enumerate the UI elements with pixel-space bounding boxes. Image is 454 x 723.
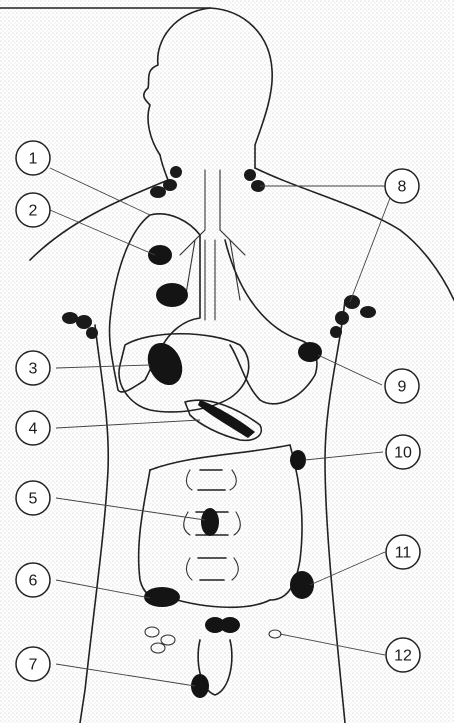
callout-number-12: 12 xyxy=(394,648,412,665)
axilla-node-left-1 xyxy=(62,312,78,324)
callout-10: 10 xyxy=(386,435,420,469)
callout-2: 2 xyxy=(16,193,50,227)
neck-node-left-2 xyxy=(163,179,177,191)
axilla-node-right-2 xyxy=(335,311,349,325)
lung-lesion-upper xyxy=(148,245,172,265)
callout-12: 12 xyxy=(386,638,420,672)
callout-number-10: 10 xyxy=(394,445,412,462)
callout-4: 4 xyxy=(16,411,50,445)
callout-number-7: 7 xyxy=(29,657,38,674)
axilla-node-left-3 xyxy=(86,327,98,339)
callout-number-8: 8 xyxy=(398,179,407,196)
callout-number-6: 6 xyxy=(29,573,38,590)
callout-7: 7 xyxy=(16,647,50,681)
neck-node-right-1 xyxy=(244,169,256,181)
callout-number-9: 9 xyxy=(398,379,407,396)
callout-number-5: 5 xyxy=(29,491,38,508)
spine-lesion xyxy=(201,508,219,536)
callout-number-2: 2 xyxy=(29,203,38,220)
callout-number-11: 11 xyxy=(395,545,412,562)
callout-number-4: 4 xyxy=(29,421,38,438)
callout-6: 6 xyxy=(16,563,50,597)
callout-9: 9 xyxy=(385,369,419,403)
colon-lesion-flexure xyxy=(290,450,306,470)
callout-3: 3 xyxy=(16,351,50,385)
callout-11: 11 xyxy=(386,535,420,569)
callout-number-3: 3 xyxy=(29,361,38,378)
stomach-lesion xyxy=(298,342,322,362)
callout-5: 5 xyxy=(16,481,50,515)
axilla-node-left-2 xyxy=(76,315,92,329)
neck-node-left-1 xyxy=(150,186,166,198)
neck-node-left-3 xyxy=(170,166,182,178)
callout-number-1: 1 xyxy=(29,151,38,168)
pelvic-lesion-left xyxy=(144,587,180,607)
pelvic-node-center-right xyxy=(220,617,240,633)
axilla-node-right-3 xyxy=(330,326,342,338)
callout-8: 8 xyxy=(385,169,419,203)
axilla-node-right-4 xyxy=(360,306,376,318)
lung-lesion-lower xyxy=(156,283,188,307)
callout-1: 1 xyxy=(16,141,50,175)
